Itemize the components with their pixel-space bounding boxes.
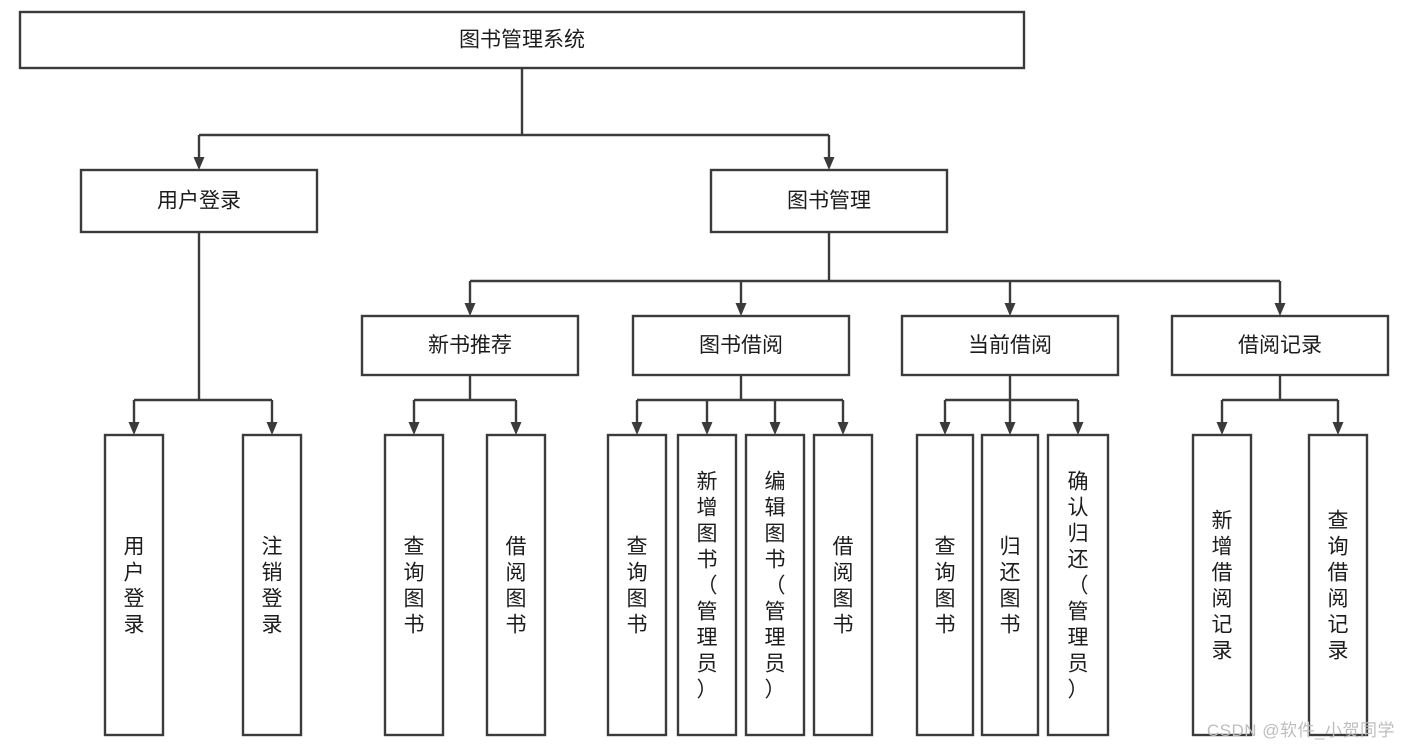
arrow-head [1072,422,1084,435]
node-current-borrow[interactable]: 当前借阅 [900,314,1120,377]
node-layer: 图书管理系统用户登录图书管理新书推荐图书借阅当前借阅借阅记录用户登录注销登录查询… [18,10,1390,737]
arrow-head [128,422,140,435]
node-borrow-records[interactable]: 借阅记录 [1170,314,1390,377]
connector-group-current-borrow [939,375,1084,435]
arrow-head [1274,303,1286,316]
connector-group-book-borrow [631,375,849,435]
node-label-user-login: 用户登录 [157,190,241,213]
node-label-leaf-return-book: 归还图书 [1000,535,1021,636]
node-leaf-confirm-return-admin[interactable]: 确认归还（管理员） [1046,433,1110,737]
node-root[interactable]: 图书管理系统 [18,10,1026,70]
node-book-borrow[interactable]: 图书借阅 [631,314,851,377]
arrow-head [464,303,476,316]
arrow-head [939,422,951,435]
connector-group-user-login [128,232,278,435]
node-label-leaf-user-login: 用户登录 [124,535,145,636]
node-box-leaf-borrow-book-recommend [485,433,547,737]
node-label-leaf-confirm-return-admin: 确认归还（管理员） [1068,470,1089,701]
node-leaf-user-login[interactable]: 用户登录 [103,433,165,737]
node-box-borrow-records [1170,314,1390,377]
node-box-current-borrow [900,314,1120,377]
node-box-leaf-borrow-book [812,433,874,737]
node-leaf-add-borrow-record[interactable]: 新增借阅记录 [1191,433,1253,737]
node-leaf-borrow-book-recommend[interactable]: 借阅图书 [485,433,547,737]
node-book-management[interactable]: 图书管理 [709,168,949,234]
arrow-head [837,422,849,435]
node-leaf-logout[interactable]: 注销登录 [241,433,303,737]
node-new-book-recommend[interactable]: 新书推荐 [360,314,580,377]
arrow-head [701,422,713,435]
arrow-head [1004,422,1016,435]
connector-group-book-management [464,232,1286,316]
node-label-leaf-add-book-admin: 新增图书（管理员） [697,470,718,701]
node-user-login[interactable]: 用户登录 [79,168,319,234]
node-leaf-query-book-current[interactable]: 查询图书 [915,433,975,737]
node-label-book-management: 图书管理 [787,190,871,213]
node-box-leaf-query-book-recommend [383,433,445,737]
node-box-leaf-return-book [980,433,1040,737]
node-label-root: 图书管理系统 [459,29,585,52]
node-leaf-return-book[interactable]: 归还图书 [980,433,1040,737]
node-label-leaf-logout: 注销登录 [262,535,283,636]
node-box-book-borrow [631,314,851,377]
node-box-leaf-logout [241,433,303,737]
arrow-head [1004,303,1016,316]
node-box-root [18,10,1026,70]
node-label-new-book-recommend: 新书推荐 [428,334,512,357]
node-leaf-borrow-book[interactable]: 借阅图书 [812,433,874,737]
node-box-user-login [79,168,319,234]
arrow-head [193,157,205,170]
node-leaf-edit-book-admin[interactable]: 编辑图书（管理员） [744,433,806,737]
node-box-book-management [709,168,949,234]
arrow-head [735,303,747,316]
connector-layer [128,68,1344,435]
arrow-head [823,157,835,170]
node-label-book-borrow: 图书借阅 [699,334,783,357]
node-box-leaf-user-login [103,433,165,737]
node-box-leaf-add-book-admin [676,433,738,737]
connector-group-new-book-recommend [408,375,522,435]
node-leaf-query-book-borrow[interactable]: 查询图书 [606,433,668,737]
node-box-leaf-confirm-return-admin [1046,433,1110,737]
node-label-leaf-borrow-book: 借阅图书 [833,535,854,636]
node-box-leaf-query-borrow-record [1307,433,1369,737]
arrow-head [1332,422,1344,435]
csdn-watermark: CSDN @软件_小贺同学 [1206,721,1395,740]
connector-group-root [193,68,835,170]
node-box-leaf-add-borrow-record [1191,433,1253,737]
node-label-leaf-query-book-current: 查询图书 [935,535,956,636]
node-label-borrow-records: 借阅记录 [1238,334,1322,357]
arrow-head [631,422,643,435]
arrow-head [408,422,420,435]
node-label-leaf-query-borrow-record: 查询借阅记录 [1328,509,1349,662]
connector-group-borrow-records [1216,375,1344,435]
arrow-head [510,422,522,435]
arrow-head [1216,422,1228,435]
node-box-leaf-query-book-current [915,433,975,737]
node-box-new-book-recommend [360,314,580,377]
arrow-head [266,422,278,435]
node-label-leaf-edit-book-admin: 编辑图书（管理员） [765,470,786,701]
node-label-leaf-borrow-book-recommend: 借阅图书 [506,535,527,636]
arrow-head [769,422,781,435]
node-label-leaf-add-borrow-record: 新增借阅记录 [1212,509,1233,662]
node-label-leaf-query-book-borrow: 查询图书 [627,535,648,636]
node-box-leaf-query-book-borrow [606,433,668,737]
node-label-current-borrow: 当前借阅 [968,334,1052,357]
node-label-leaf-query-book-recommend: 查询图书 [404,535,425,636]
node-box-leaf-edit-book-admin [744,433,806,737]
node-leaf-query-borrow-record[interactable]: 查询借阅记录 [1307,433,1369,737]
node-leaf-query-book-recommend[interactable]: 查询图书 [383,433,445,737]
node-leaf-add-book-admin[interactable]: 新增图书（管理员） [676,433,738,737]
